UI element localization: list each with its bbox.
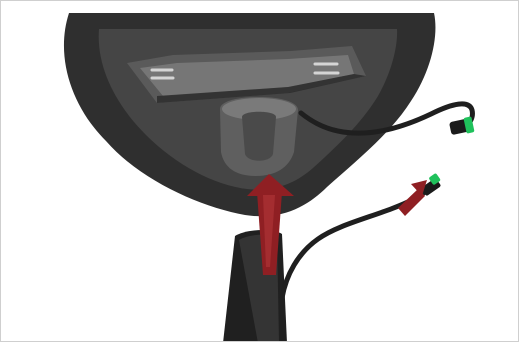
arrow-up-icon-cable <box>398 180 427 216</box>
seatpost-socket-inner <box>242 112 276 161</box>
connector-icon-upper <box>449 116 475 135</box>
